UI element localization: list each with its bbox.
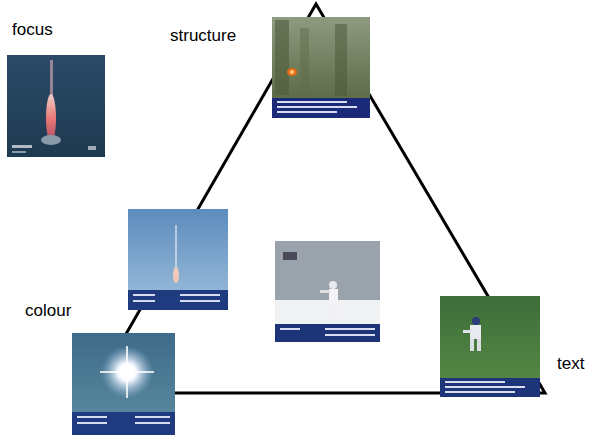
axis-label: text bbox=[557, 355, 584, 372]
axis-label: focus bbox=[12, 21, 53, 38]
axis-label: structure bbox=[170, 27, 236, 44]
axis-label: colour bbox=[25, 302, 71, 319]
